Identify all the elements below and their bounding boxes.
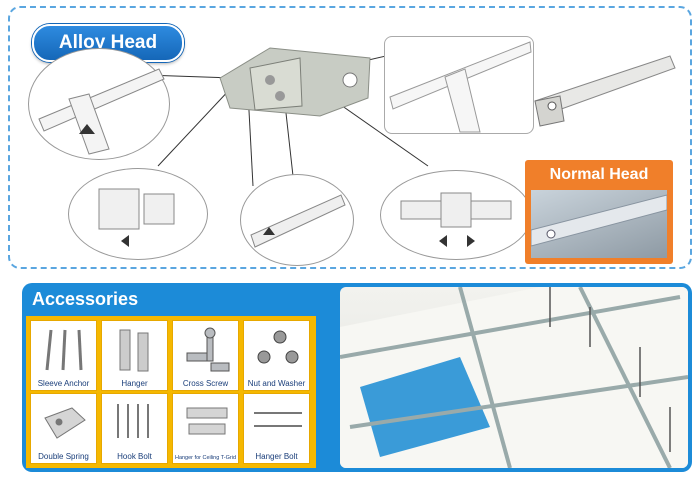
nut-washer-icon (257, 330, 299, 364)
alloy-head-photo (219, 47, 371, 117)
accessory-sleeve-anchor: Sleeve Anchor (30, 320, 97, 391)
accessory-hook-bolt: Hook Bolt (101, 393, 168, 464)
accessory-t-grid-hanger: Hanger for Ceiling T-Grid (172, 393, 239, 464)
accessory-cross-screw: Cross Screw (172, 320, 239, 391)
accessory-hanger: Hanger (101, 320, 168, 391)
normal-head-panel: Normal Head (525, 160, 673, 264)
detail-circle-bottom-left (68, 168, 208, 260)
accessory-hanger-bolt: Hanger Bolt (243, 393, 310, 464)
accessories-title: Accessories (32, 289, 139, 309)
detail-circle-bottom-middle (240, 174, 354, 266)
hanger-bolt-icon (254, 412, 302, 427)
accessory-label: Nut and Washer (247, 379, 306, 388)
cross-screw-icon (186, 327, 230, 372)
main-tee-profile (534, 55, 676, 127)
accessory-nut-washer: Nut and Washer (243, 320, 310, 391)
detail-card-top-right (384, 36, 534, 134)
hanger-icon (119, 329, 149, 372)
detail-circle-top-left (28, 48, 170, 160)
normal-head-photo (531, 190, 667, 258)
accessory-label: Hanger Bolt (255, 452, 298, 461)
accessory-label: Hook Bolt (117, 452, 152, 461)
accessory-label: Hanger for Ceiling T-Grid (174, 455, 237, 461)
sleeve-anchor-icon (45, 329, 83, 371)
alloy-head-panel: Alloy Head (8, 6, 692, 269)
accessory-label: Double Spring (38, 452, 89, 461)
t-grid-hanger-icon (186, 407, 228, 435)
double-spring-icon (44, 407, 86, 439)
accessory-label: Sleeve Anchor (37, 379, 90, 388)
hook-bolt-icon (117, 404, 149, 438)
detail-circle-bottom-right (380, 170, 532, 260)
accessories-grid: Sleeve Anchor Hanger Cross Screw Nut and… (26, 316, 316, 468)
normal-head-label: Normal Head (549, 166, 649, 183)
accessory-double-spring: Double Spring (30, 393, 97, 464)
accessory-label: Cross Screw (182, 379, 229, 388)
accessories-panel: Accessories Sleeve Anchor Hanger Cross S… (22, 283, 692, 472)
accessory-label: Hanger (121, 379, 148, 388)
ceiling-grid-photo (340, 287, 688, 468)
